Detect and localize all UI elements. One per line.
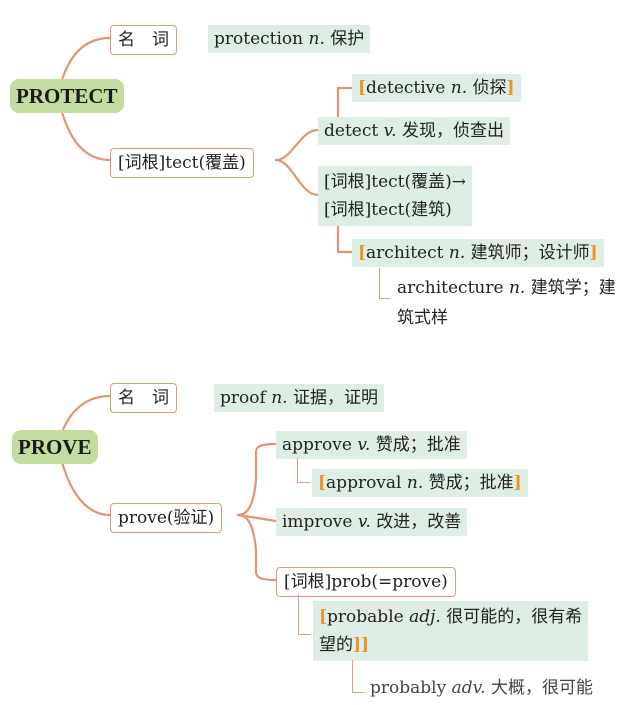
node-detect: detect v. 发现，侦查出 <box>318 117 510 145</box>
pos-architecture: n. <box>508 278 526 298</box>
word-probably: probably <box>370 678 447 698</box>
meaning-detective: 侦探 <box>472 78 507 98</box>
connector-protect-root <box>60 110 112 162</box>
meaning-protection: 保护 <box>330 29 365 49</box>
bracket-open: [ <box>358 78 367 98</box>
connector-branch-prob <box>236 513 278 582</box>
node-architect: [architect n. 建筑师；设计师] <box>352 239 604 267</box>
meaning-architecture-1: 建筑学；建 <box>530 278 616 298</box>
meaning-probable-2: 望的 <box>319 635 353 655</box>
pos-approve: v. <box>357 435 371 455</box>
probable-line-2: 望的]] <box>319 631 582 659</box>
node-approve: approve v. 赞成；批准 <box>276 431 467 459</box>
node-improve: improve v. 改进，改善 <box>276 508 468 536</box>
bracket-open: [ <box>318 473 327 493</box>
bracket-open: [ <box>319 607 328 627</box>
meaning-architect: 建筑师；设计师 <box>470 243 590 263</box>
bracket-close: ] <box>513 473 522 493</box>
connector-branch-trunk <box>236 442 278 517</box>
meaning-probable-1: 很可能的，很有希 <box>446 607 583 627</box>
meaning-probably: 大概，很可能 <box>491 678 594 698</box>
node-approval: [approval n. 赞成；批准] <box>312 469 528 497</box>
meaning-approve: 赞成；批准 <box>375 435 461 455</box>
word-detect: detect <box>324 121 379 141</box>
meaning-proof: 证据，证明 <box>292 388 378 408</box>
label-protect-noun: 名 词 <box>110 25 177 55</box>
root-word-protect: PROTECT <box>10 79 124 113</box>
word-detective: detective <box>366 78 446 98</box>
connector-detect-detective <box>336 86 354 122</box>
node-protection: protection n. 保护 <box>208 25 371 53</box>
meaning-detect: 发现，侦查出 <box>402 121 504 141</box>
pos-architect: n. <box>448 243 466 263</box>
architecture-line-1: architecture n. 建筑学；建 <box>397 273 616 303</box>
word-improve: improve <box>282 512 353 532</box>
guide-architecture <box>379 268 390 299</box>
pos-protection: n. <box>308 29 325 49</box>
bracket-open: [ <box>358 243 367 263</box>
guide-probably <box>352 660 365 693</box>
label-prove-noun: 名 词 <box>110 383 177 413</box>
pos-detective: n. <box>450 78 468 98</box>
meaning-architecture-2: 筑式样 <box>397 308 448 328</box>
connector-protect-noun <box>60 36 112 82</box>
word-protection: protection <box>214 29 304 49</box>
word-architect: architect <box>366 243 444 263</box>
word-proof: proof <box>220 388 266 408</box>
label-root-prob: [词根]prob(=prove) <box>276 567 456 597</box>
node-probable: [probable adj. 很可能的，很有希 望的]] <box>313 601 589 661</box>
node-root-chain: [词根]tect(覆盖)→ [词根]tect(建筑) <box>318 166 473 226</box>
pos-approval: n. <box>406 473 424 493</box>
guide-approval <box>297 458 310 483</box>
label-prove-branch: prove(验证) <box>110 503 223 533</box>
node-detective: [detective n. 侦探] <box>352 74 521 102</box>
root-chain-line-2: [词根]tect(建筑) <box>324 200 452 220</box>
connector-prove-branch <box>60 460 112 517</box>
root-word-prove: PROVE <box>12 430 98 464</box>
pos-probably: adv. <box>451 678 486 698</box>
node-probably: probably adv. 大概，很可能 <box>370 675 593 701</box>
meaning-approval: 赞成；批准 <box>428 473 514 493</box>
bracket-close: ] <box>506 78 515 98</box>
pos-improve: v. <box>357 512 371 532</box>
connector-prove-noun <box>60 394 112 434</box>
label-root-tect: [词根]tect(覆盖) <box>110 148 254 178</box>
bracket-close: ] <box>589 243 598 263</box>
node-architecture: architecture n. 建筑学；建 筑式样 <box>397 273 616 333</box>
word-architecture: architecture <box>397 278 504 298</box>
word-probable: probable <box>327 607 404 627</box>
connector-tect-chain <box>274 158 320 197</box>
node-proof: proof n. 证据，证明 <box>214 384 384 412</box>
connector-tect-detect <box>274 128 320 162</box>
pos-proof: n. <box>271 388 288 408</box>
connector-chain-architect <box>336 221 354 254</box>
pos-detect: v. <box>383 121 397 141</box>
guide-probable <box>298 594 311 635</box>
word-approve: approve <box>282 435 352 455</box>
pos-probable: adj. <box>409 607 441 627</box>
probable-line-1: [probable adj. 很可能的，很有希 <box>319 603 582 631</box>
bracket-close: ]] <box>353 635 370 655</box>
meaning-improve: 改进，改善 <box>376 512 462 532</box>
word-approval: approval <box>326 473 402 493</box>
root-chain-line-1: [词根]tect(覆盖)→ <box>324 172 467 192</box>
